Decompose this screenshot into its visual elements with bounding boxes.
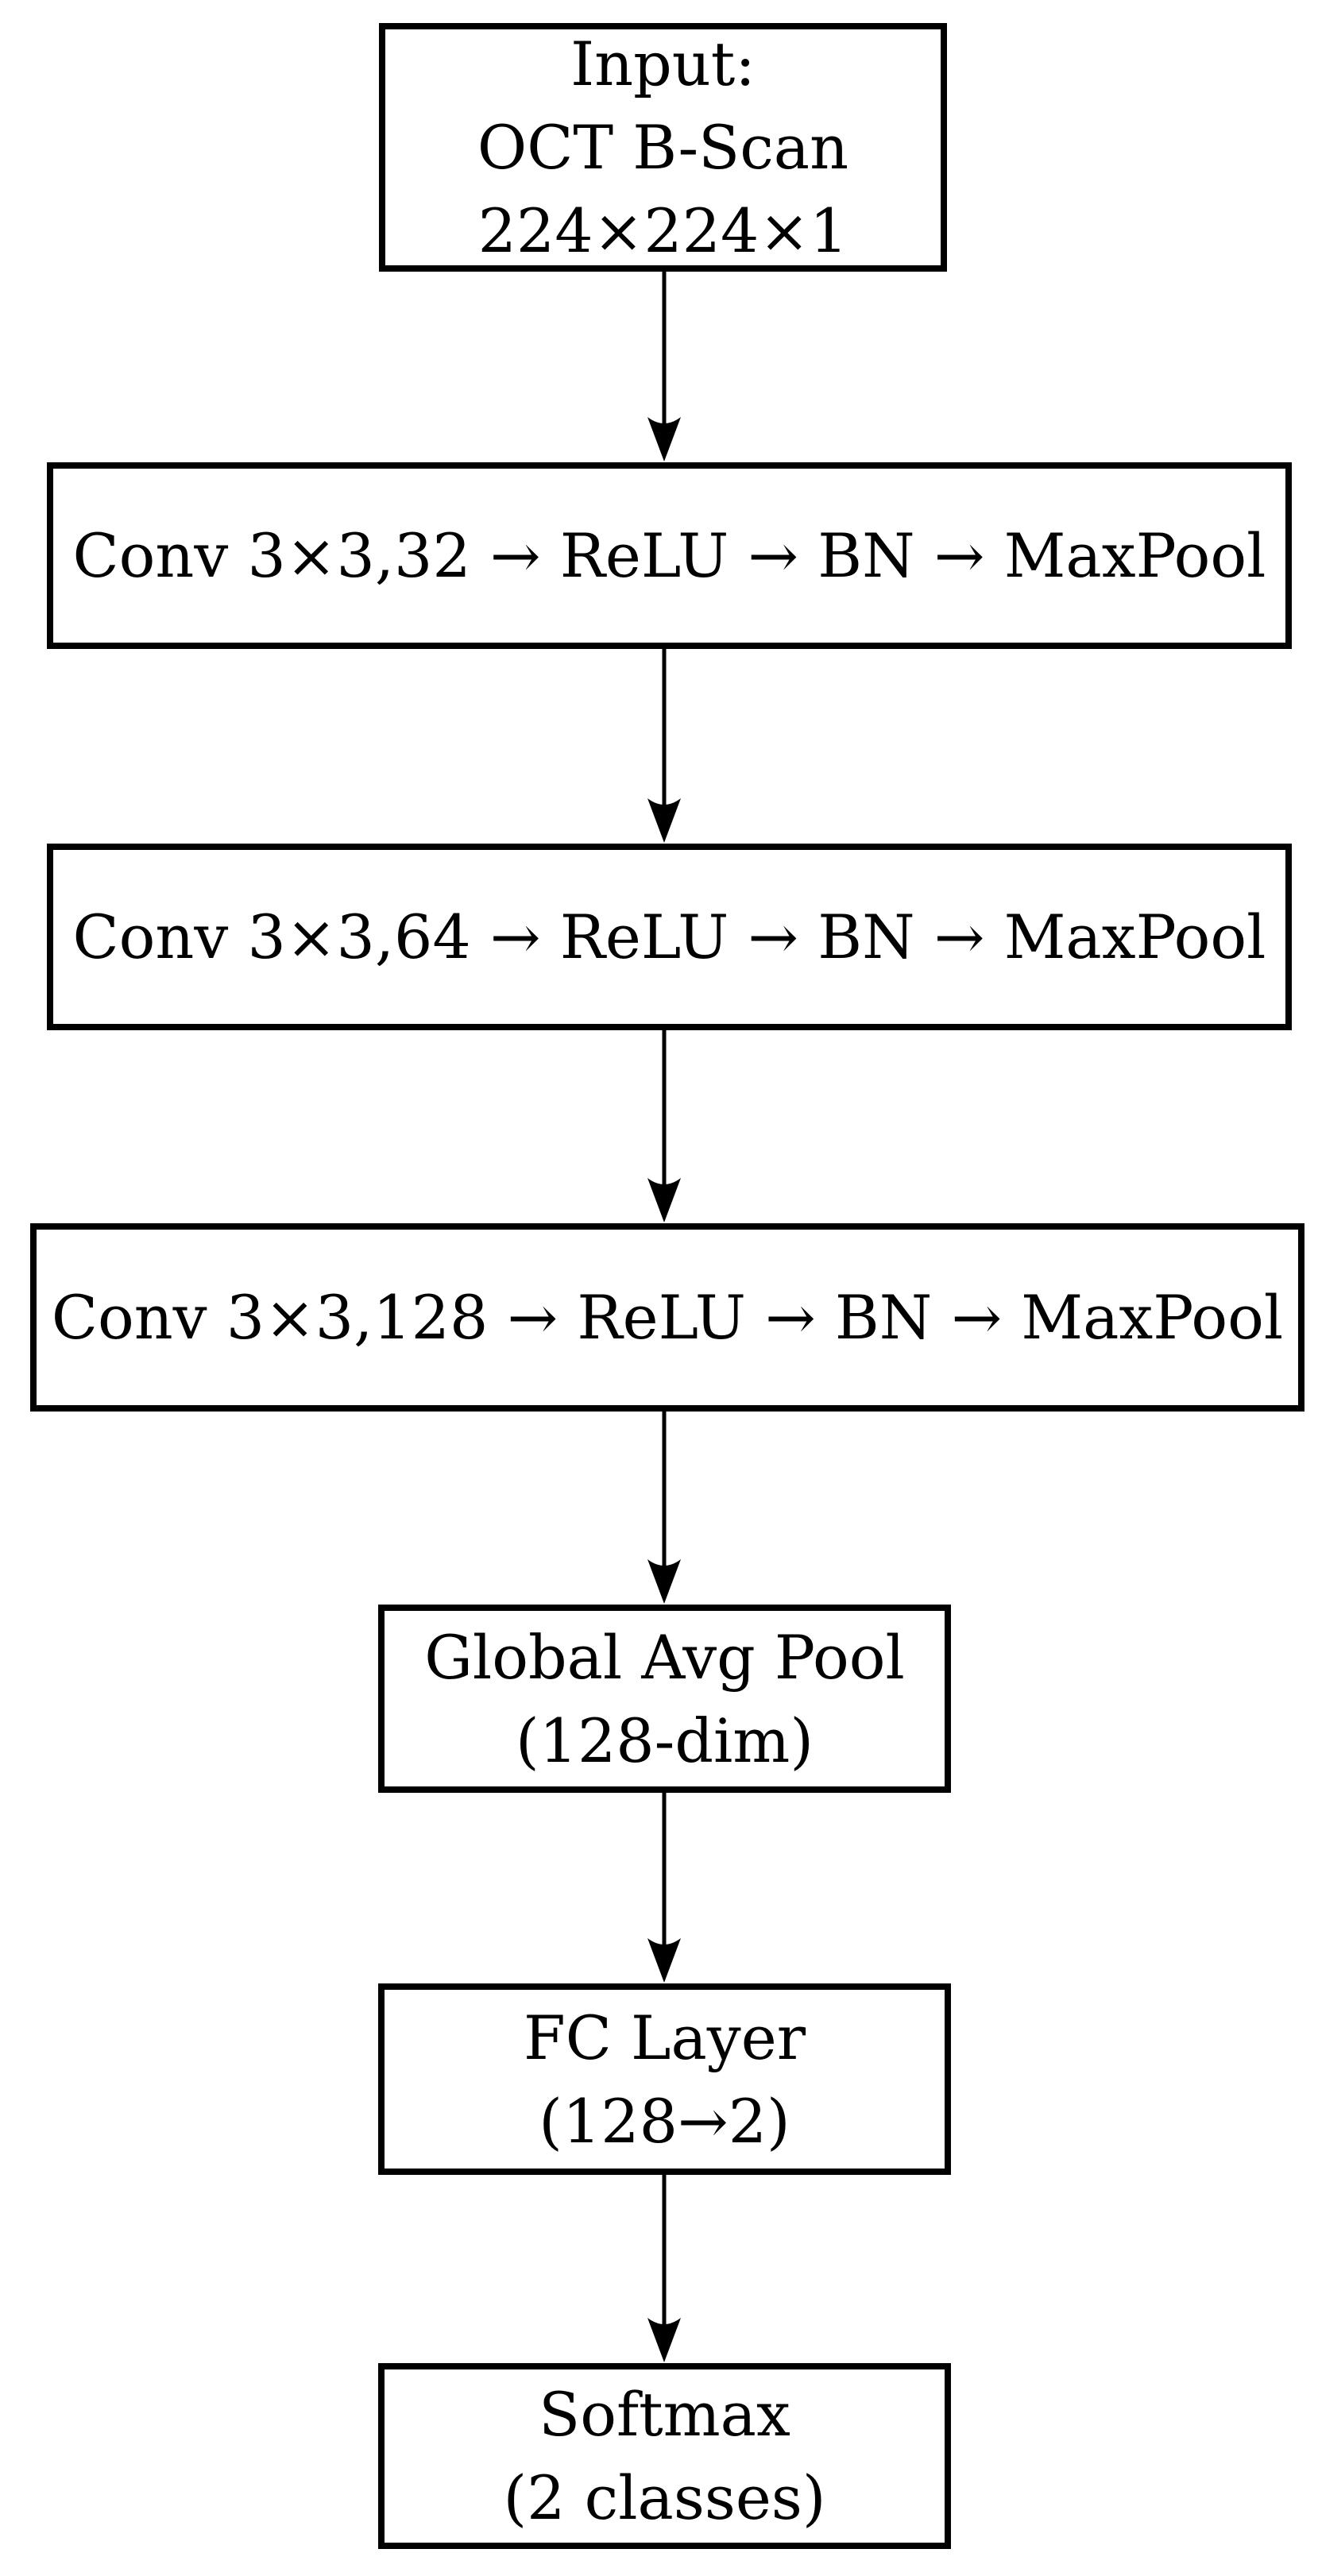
flow-arrow-gap-to-fc [647,1793,681,1983]
node-input-line: OCT B-Scan [477,112,849,183]
node-input-line: Input: [570,29,756,99]
flow-arrow-conv3-to-gap [647,1412,681,1604]
node-conv1: Conv 3×3,32 → ReLU → BN → MaxPool [47,462,1292,649]
node-gap-line: Global Avg Pool [424,1621,905,1693]
node-softmax-line: (2 classes) [503,2462,826,2533]
flow-arrow-input-to-conv1 [647,272,681,462]
flow-arrow-conv1-to-conv2 [647,649,681,843]
flow-arrow-conv2-to-conv3 [647,1030,681,1222]
node-conv3-line: Conv 3×3,128 → ReLU → BN → MaxPool [51,1282,1284,1353]
node-fc-line: (128→2) [539,2085,790,2157]
node-conv3: Conv 3×3,128 → ReLU → BN → MaxPool [30,1223,1304,1412]
node-fc-line: FC Layer [523,2002,806,2073]
flow-arrow-fc-to-softmax [647,2175,681,2362]
node-gap-line: (128-dim) [515,1705,814,1776]
node-conv2: Conv 3×3,64 → ReLU → BN → MaxPool [47,844,1292,1030]
node-fc-layer: FC Layer (128→2) [378,1983,951,2175]
node-conv1-line: Conv 3×3,32 → ReLU → BN → MaxPool [72,520,1266,591]
node-softmax: Softmax (2 classes) [378,2363,951,2549]
node-conv2-line: Conv 3×3,64 → ReLU → BN → MaxPool [72,902,1266,972]
node-input-line: 224×224×1 [477,195,848,266]
node-input: Input: OCT B-Scan 224×224×1 [379,23,947,272]
node-global-avg-pool: Global Avg Pool (128-dim) [378,1605,951,1793]
node-softmax-line: Softmax [539,2379,790,2450]
